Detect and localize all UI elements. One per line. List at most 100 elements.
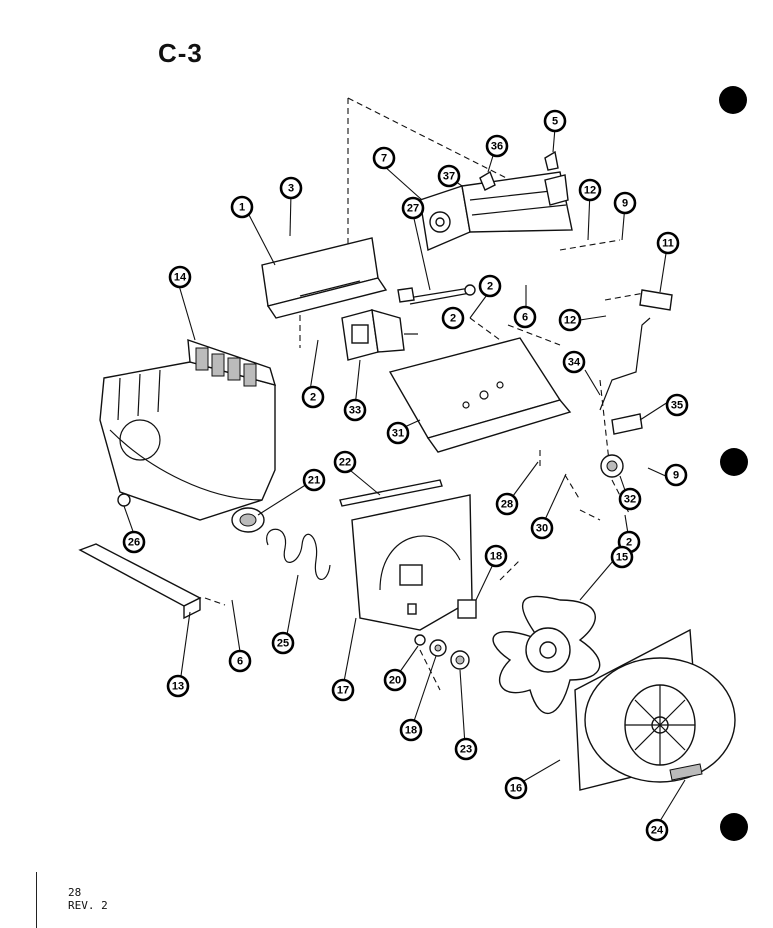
callout-6: 6: [513, 305, 537, 329]
punch-hole-bottom: [720, 813, 748, 841]
callout-label: 11: [662, 238, 674, 250]
callout-circle: [454, 737, 478, 761]
end-cap: [231, 507, 265, 533]
callout-label: 21: [308, 475, 320, 487]
callout-13: 13: [166, 674, 190, 698]
callout-26: 26: [122, 530, 146, 554]
callout-label: 2: [626, 537, 632, 549]
callout-circle: [485, 134, 509, 158]
callout-circle: [331, 678, 355, 702]
callout-33: 33: [343, 398, 367, 422]
callout-label: 36: [491, 141, 503, 153]
callout-label: 30: [536, 523, 548, 535]
callout-label: 33: [349, 405, 361, 417]
callout-circle: [228, 649, 252, 673]
callout-label: 2: [310, 392, 316, 404]
callout-circle: [301, 385, 325, 409]
callout-27: 27: [401, 196, 425, 220]
callout-label: 7: [381, 153, 387, 165]
callout-label: 27: [407, 203, 419, 215]
callout-circle: [343, 398, 367, 422]
callout-30: 30: [530, 516, 554, 540]
callout-label: 18: [490, 551, 502, 563]
callout-35: 35: [665, 393, 689, 417]
punch-hole-top: [719, 86, 747, 114]
callout-label: 28: [501, 499, 513, 511]
callout-label: 22: [339, 457, 351, 469]
callout-label: 31: [392, 428, 404, 440]
callout-2: 2: [478, 274, 502, 298]
callout-circle: [484, 544, 508, 568]
callout-3: 3: [279, 176, 303, 200]
callout-circle: [562, 350, 586, 374]
callout-circle: [610, 545, 634, 569]
callout-circle: [333, 450, 357, 474]
callout-label: 26: [128, 537, 140, 549]
callout-label: 16: [510, 783, 522, 795]
callout-36: 36: [485, 134, 509, 158]
callout-37: 37: [437, 164, 461, 188]
callout-label: 2: [450, 313, 456, 325]
callout-label: 34: [568, 357, 581, 369]
mounting-bracket: [261, 237, 388, 319]
callout-20: 20: [383, 668, 407, 692]
callout-label: 3: [288, 183, 294, 195]
callout-label: 18: [405, 725, 417, 737]
callout-circle: [372, 146, 396, 170]
callout-circle: [664, 463, 688, 487]
callout-34: 34: [562, 350, 586, 374]
callout-label: 12: [564, 315, 576, 327]
page-number: 28: [68, 886, 82, 899]
callout-circle: [168, 265, 192, 289]
callout-circle: [386, 421, 410, 445]
callout-16: 16: [504, 776, 528, 800]
callout-circle: [437, 164, 461, 188]
callout-circle: [302, 468, 326, 492]
thermostat-switch: [600, 454, 624, 478]
callout-label: 9: [673, 470, 679, 482]
callout-label: 6: [237, 656, 243, 668]
callout-label: 20: [389, 675, 401, 687]
callout-circle: [230, 195, 254, 219]
retainer-clip: [639, 289, 673, 311]
actuator-rod: [599, 317, 651, 435]
callout-label: 25: [277, 638, 289, 650]
callout-31: 31: [386, 421, 410, 445]
callout-circle: [495, 492, 519, 516]
callout-1: 1: [230, 195, 254, 219]
callout-circle: [399, 718, 423, 742]
callout-15: 15: [610, 545, 634, 569]
callout-11: 11: [656, 231, 680, 255]
callout-circle: [122, 530, 146, 554]
icemaker-assembly: [419, 150, 573, 251]
callout-2: 2: [301, 385, 325, 409]
callout-label: 14: [174, 272, 187, 284]
drive-motor: [341, 309, 418, 361]
coil-spring: [266, 528, 331, 580]
gasket-strip: [339, 479, 443, 507]
grommet: [117, 493, 131, 507]
fan-blade: [492, 595, 601, 714]
callout-label: 37: [443, 171, 455, 183]
callout-circle: [618, 487, 642, 511]
callout-label: 9: [622, 198, 628, 210]
fan-shroud-plate: [351, 494, 473, 631]
revision-label: REV. 2: [68, 899, 108, 912]
callout-circle: [279, 176, 303, 200]
callout-12: 12: [558, 308, 582, 332]
punch-hole-middle: [720, 448, 748, 476]
callout-17: 17: [331, 678, 355, 702]
blower-housing: [574, 628, 736, 791]
callout-circle: [271, 631, 295, 655]
callout-label: 5: [552, 116, 558, 128]
callout-circle: [478, 274, 502, 298]
callout-9: 9: [613, 191, 637, 215]
callout-circle: [383, 668, 407, 692]
callout-circle: [558, 308, 582, 332]
callout-circle: [401, 196, 425, 220]
callout-circle: [441, 306, 465, 330]
callout-layer: 1222235667991112121314151617181820212223…: [122, 109, 689, 842]
page-footer: 28 REV. 2: [68, 886, 108, 912]
callout-label: 15: [616, 552, 628, 564]
